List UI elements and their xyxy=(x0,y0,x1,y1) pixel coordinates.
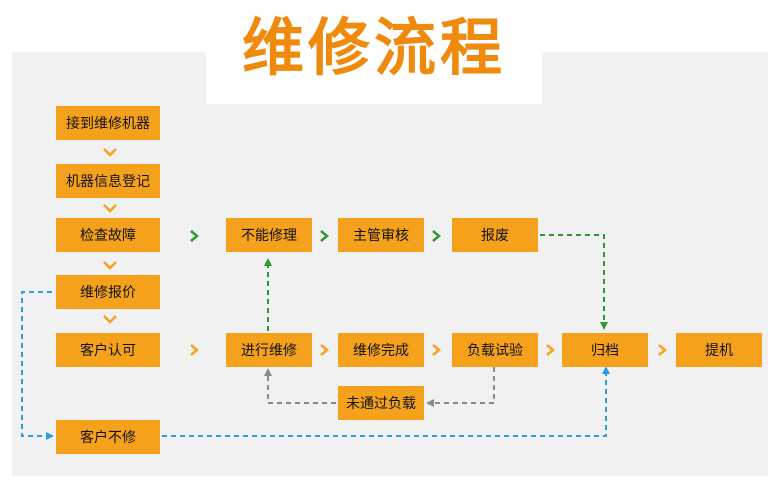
chevron-down-icon xyxy=(103,261,117,270)
chevron-down-icon xyxy=(103,315,117,324)
node-decline: 客户不修 xyxy=(56,420,160,454)
chevron-right-icon xyxy=(320,344,329,356)
line-scrap-to-archive xyxy=(540,234,608,330)
page-title: 维修流程 xyxy=(241,11,506,84)
chevron-right-icon xyxy=(658,344,667,356)
line-test-to-failed xyxy=(426,367,495,407)
chevron-right-icon xyxy=(546,344,555,356)
chevron-right-icon xyxy=(432,230,441,242)
chevron-down-icon xyxy=(103,148,117,157)
node-approve: 客户认可 xyxy=(56,333,160,367)
node-test-failed: 未通过负载 xyxy=(338,386,424,420)
node-pickup: 提机 xyxy=(676,333,762,367)
node-load-test: 负载试验 xyxy=(452,333,538,367)
node-unfixable: 不能修理 xyxy=(226,218,312,252)
chevron-right-icon xyxy=(190,230,199,242)
line-decline-to-archive xyxy=(162,366,610,437)
chevron-right-icon xyxy=(432,344,441,356)
chevron-right-icon xyxy=(190,344,199,356)
node-quote: 维修报价 xyxy=(56,275,160,309)
line-quote-to-decline xyxy=(21,291,54,440)
node-scrap: 报废 xyxy=(452,218,538,252)
node-receive: 接到维修机器 xyxy=(56,106,160,140)
chevron-down-icon xyxy=(103,204,117,213)
node-inspect: 检查故障 xyxy=(56,218,160,252)
node-archive: 归档 xyxy=(562,333,648,367)
chevron-right-icon xyxy=(320,230,329,242)
title-box: 维修流程 xyxy=(206,0,542,104)
node-repair: 进行维修 xyxy=(226,333,312,367)
line-failed-to-repair xyxy=(264,368,336,404)
node-manager-review: 主管审核 xyxy=(338,218,424,252)
node-register: 机器信息登记 xyxy=(56,164,160,198)
node-repair-done: 维修完成 xyxy=(338,333,424,367)
